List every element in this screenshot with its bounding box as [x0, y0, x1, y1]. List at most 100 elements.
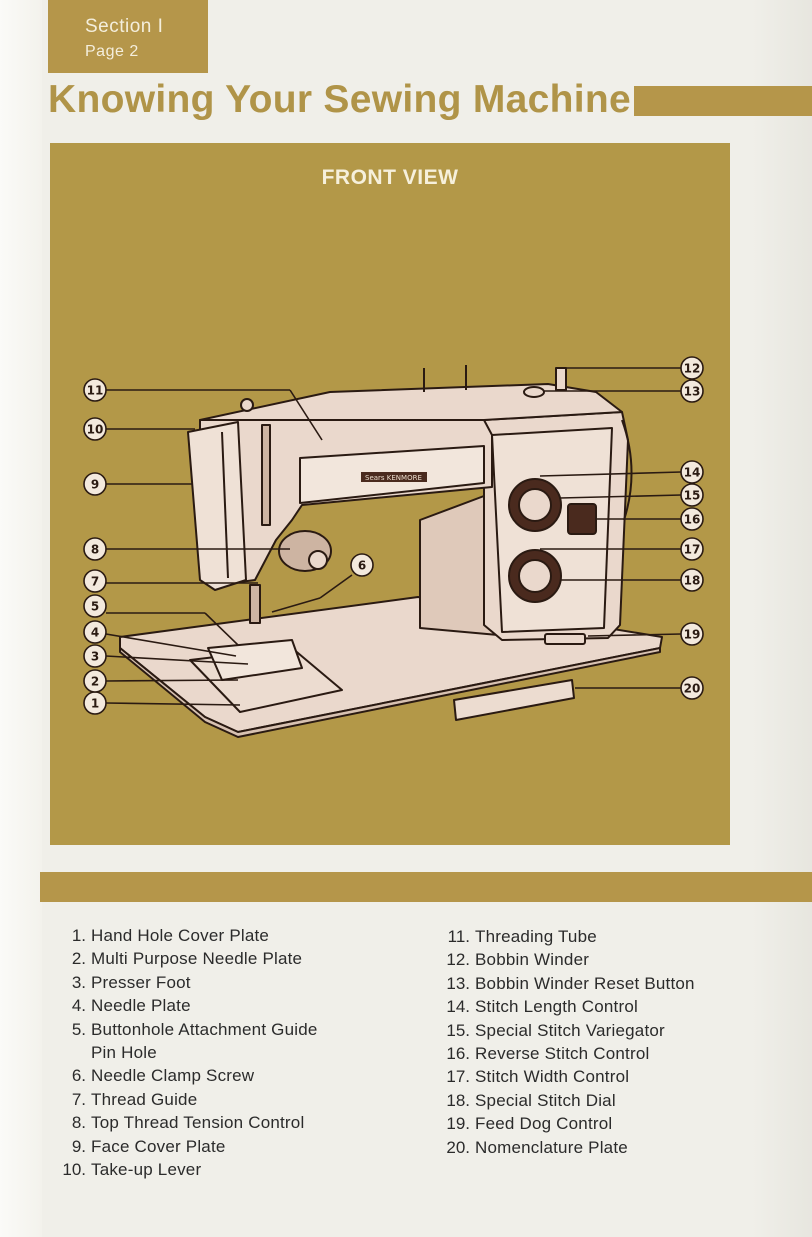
- tension-knob: [308, 550, 328, 570]
- callout-9-label: 9: [91, 478, 99, 492]
- callout-12: 12: [680, 356, 704, 380]
- part-name: Face Cover Plate: [91, 1136, 226, 1156]
- part-name: Pin Hole: [91, 1043, 157, 1063]
- list-item: 9.Face Cover Plate: [50, 1135, 420, 1158]
- list-item: 6.Needle Clamp Screw: [50, 1064, 420, 1087]
- part-number: 11.: [447, 927, 470, 946]
- callout-15: 15: [680, 483, 704, 507]
- part-number: 16.: [446, 1044, 470, 1064]
- list-item: 17.Stitch Width Control: [436, 1065, 776, 1088]
- list-item: 13.Bobbin Winder Reset Button: [436, 972, 776, 995]
- callout-3-label: 3: [91, 650, 99, 664]
- brand-text: Sears KENMORE: [365, 474, 422, 482]
- callout-7: 7: [83, 569, 107, 593]
- callout-1: 1: [83, 691, 107, 715]
- face-cover: [187, 421, 247, 591]
- callout-18-label: 18: [684, 574, 701, 588]
- list-item-continuation: Pin Hole: [50, 1041, 420, 1064]
- callout-10-label: 10: [87, 423, 104, 437]
- callout-12-label: 12: [684, 362, 701, 376]
- list-item: 4.Needle Plate: [50, 994, 420, 1017]
- callout-14-label: 14: [684, 466, 701, 480]
- brand-label: [361, 472, 427, 482]
- feed-dog-control: [544, 633, 586, 645]
- part-number: 3.: [71, 972, 86, 992]
- part-number: 4.: [71, 996, 86, 1016]
- part-number: 17.: [446, 1067, 470, 1087]
- callout-17-label: 17: [684, 543, 701, 557]
- part-number: 9.: [71, 1136, 86, 1156]
- parts-list-left: 1.Hand Hole Cover Plate 2.Multi Purpose …: [50, 924, 420, 1181]
- list-item: 12.Bobbin Winder: [436, 948, 776, 971]
- needle-plate: [207, 639, 303, 681]
- part-name: Stitch Width Control: [475, 1067, 630, 1087]
- callout-11: 11: [83, 378, 107, 402]
- title-accent-bar: [634, 86, 812, 116]
- callout-7-label: 7: [91, 575, 99, 589]
- part-name: Feed Dog Control: [475, 1114, 613, 1134]
- part-name: Needle Plate: [91, 996, 191, 1016]
- parts-list-right: 11. Threading Tube 12.Bobbin Winder 13.Bo…: [436, 925, 776, 1159]
- part-number: 7.: [71, 1089, 86, 1109]
- part-name: Hand Hole Cover Plate: [91, 926, 270, 945]
- part-name: Special Stitch Dial: [475, 1090, 616, 1110]
- callout-6: 6: [350, 553, 374, 577]
- part-number: 12.: [446, 950, 470, 970]
- callout-1-label: 1: [91, 697, 99, 711]
- list-item: 3.Presser Foot: [50, 971, 420, 994]
- part-number: [50, 1041, 87, 1064]
- callout-4: 4: [83, 620, 107, 644]
- part-number: 6.: [71, 1066, 86, 1086]
- callout-16: 16: [680, 507, 704, 531]
- callout-20-label: 20: [684, 682, 701, 696]
- list-item: 5.Buttonhole Attachment Guide: [50, 1018, 420, 1041]
- callout-5-label: 5: [91, 600, 99, 614]
- callout-8-label: 8: [91, 543, 99, 557]
- part-name: Nomenclature Plate: [475, 1137, 628, 1157]
- sewing-machine-illustration: Sears KENMORE: [119, 365, 663, 738]
- section-tab: Section I Page 2: [48, 0, 208, 73]
- part-name: Take-up Lever: [91, 1160, 202, 1180]
- bobbin-winder: [555, 367, 567, 391]
- take-up-slot: [261, 424, 271, 526]
- list-item: 11. Threading Tube: [436, 925, 776, 948]
- part-number: 14.: [446, 997, 470, 1017]
- section-label: Section I: [85, 16, 164, 37]
- part-name: Threading Tube: [475, 927, 597, 946]
- callout-19: 19: [680, 622, 704, 646]
- list-item: 14.Stitch Length Control: [436, 995, 776, 1018]
- list-item: 7.Thread Guide: [50, 1088, 420, 1111]
- part-number: 2.: [71, 949, 86, 969]
- part-number: 20.: [446, 1137, 470, 1157]
- handwheel: [621, 419, 633, 521]
- special-stitch-dial: [518, 559, 552, 593]
- list-item: 2.Multi Purpose Needle Plate: [50, 947, 420, 970]
- callout-6-label: 6: [358, 559, 366, 573]
- page-margin: [0, 0, 42, 1237]
- callout-16-label: 16: [684, 513, 701, 527]
- list-item: 1.Hand Hole Cover Plate: [50, 924, 420, 947]
- part-number: 18.: [446, 1090, 470, 1110]
- list-item: 18.Special Stitch Dial: [436, 1089, 776, 1112]
- callout-18: 18: [680, 568, 704, 592]
- callout-4-label: 4: [91, 626, 99, 640]
- part-name: Bobbin Winder: [475, 950, 590, 970]
- tension-knob-top: [240, 398, 254, 412]
- list-item: 15.Special Stitch Variegator: [436, 1019, 776, 1042]
- callout-2: 2: [83, 669, 107, 693]
- part-name: Reverse Stitch Control: [475, 1044, 650, 1064]
- callout-10: 10: [83, 417, 107, 441]
- list-item: 19.Feed Dog Control: [436, 1112, 776, 1135]
- part-number: 15.: [446, 1020, 470, 1040]
- bobbin-reset-button: [523, 386, 545, 398]
- part-name: Buttonhole Attachment Guide: [91, 1019, 318, 1039]
- nomenclature-plate: [453, 679, 575, 721]
- callout-lines: [105, 367, 682, 706]
- callout-5: 5: [83, 594, 107, 618]
- callout-3: 3: [83, 644, 107, 668]
- needle-bar: [249, 584, 261, 624]
- callout-13: 13: [680, 379, 704, 403]
- callout-20: 20: [680, 676, 704, 700]
- part-name: Top Thread Tension Control: [91, 1113, 305, 1133]
- callout-11-label: 11: [87, 384, 104, 398]
